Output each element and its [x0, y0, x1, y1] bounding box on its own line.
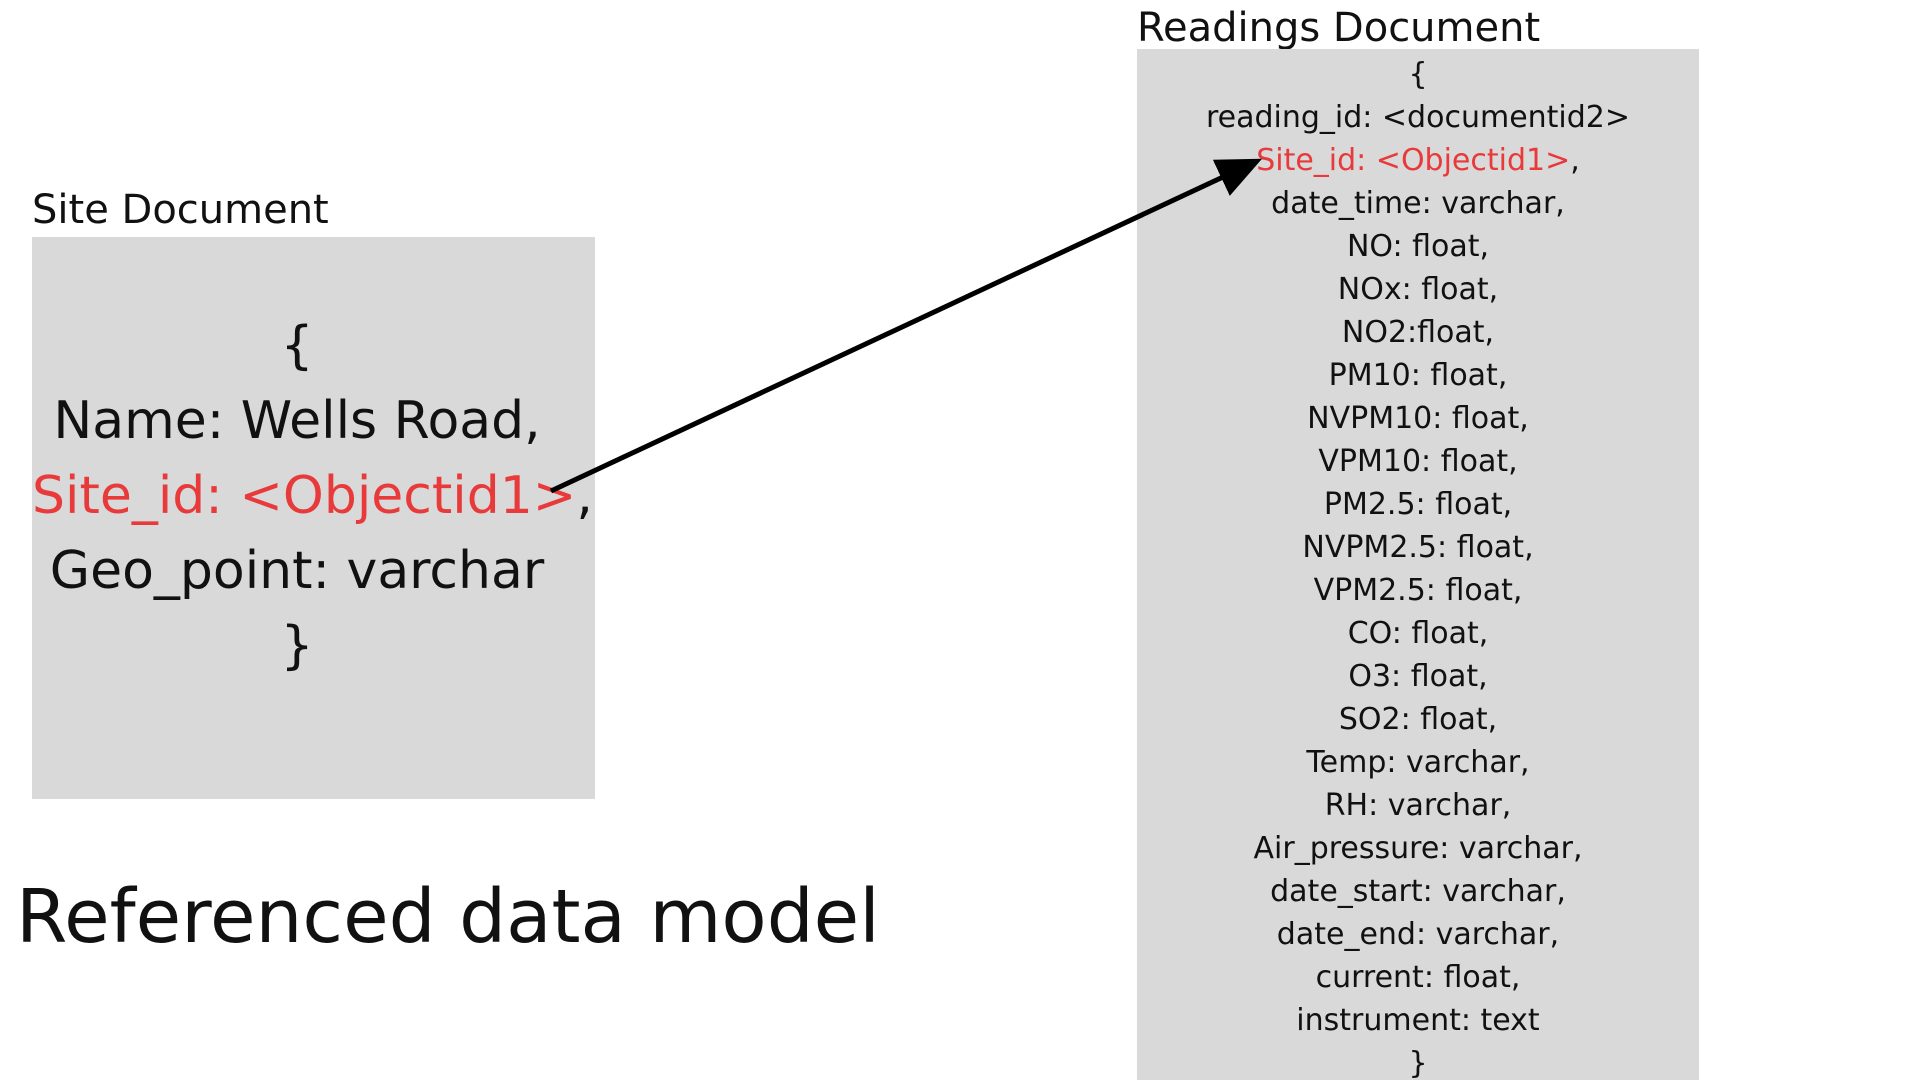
- readings-site-id-comma: ,: [1570, 143, 1580, 178]
- readings-field: Air_pressure: varchar,: [1253, 831, 1583, 866]
- site-open-brace: {: [280, 316, 314, 376]
- site-name-field: Name: Wells Road,: [53, 391, 541, 451]
- readings-field: NO: float,: [1346, 229, 1490, 264]
- reading-id-field: reading_id: <documentid2>: [1205, 100, 1631, 135]
- site-id-comma: ,: [576, 466, 593, 526]
- readings-field: date_start: varchar,: [1270, 874, 1566, 909]
- readings-field: VPM10: float,: [1318, 444, 1518, 479]
- readings-field: NVPM2.5: float,: [1302, 530, 1534, 565]
- readings-document-box: { reading_id: <documentid2> Site_id: <Ob…: [1137, 49, 1699, 1081]
- site-id-reference: Site_id: <Objectid1>: [32, 466, 577, 526]
- readings-field: CO: float,: [1347, 616, 1489, 651]
- readings-site-id-reference: Site_id: <Objectid1>: [1256, 143, 1571, 178]
- readings-document-body: { reading_id: <documentid2> Site_id: <Ob…: [1137, 53, 1699, 1085]
- readings-field: RH: varchar,: [1324, 788, 1512, 823]
- readings-field: instrument: text: [1296, 1003, 1540, 1038]
- readings-open-brace: {: [1408, 57, 1428, 92]
- readings-field-list: date_time: varchar, NO: float, NOx: float,…: [1137, 182, 1699, 1042]
- readings-field: PM10: float,: [1328, 358, 1508, 393]
- readings-field: O3: float,: [1348, 659, 1488, 694]
- readings-field: NO2:float,: [1341, 315, 1495, 350]
- readings-field: Temp: varchar,: [1306, 745, 1530, 780]
- site-document-box: { Name: Wells Road, Site_id: <Objectid1>…: [32, 237, 595, 799]
- readings-field: SO2: float,: [1338, 702, 1498, 737]
- readings-site-id-field: Site_id: <Objectid1>,: [1137, 139, 1699, 182]
- site-id-field: Site_id: <Objectid1>,: [32, 459, 593, 534]
- readings-field: current: float,: [1315, 960, 1521, 995]
- site-document-body: { Name: Wells Road, Site_id: <Objectid1>…: [32, 309, 593, 684]
- readings-field: VPM2.5: float,: [1313, 573, 1523, 608]
- site-close-brace: }: [280, 616, 314, 676]
- readings-field: date_end: varchar,: [1276, 917, 1560, 952]
- diagram-caption: Referenced data model: [16, 874, 880, 960]
- readings-field: NOx: float,: [1337, 272, 1499, 307]
- readings-document-title: Readings Document: [1137, 5, 1541, 51]
- site-document-title: Site Document: [32, 187, 329, 233]
- readings-field: NVPM10: float,: [1307, 401, 1529, 436]
- readings-close-brace: }: [1408, 1046, 1428, 1081]
- site-geo-point-field: Geo_point: varchar: [49, 541, 545, 601]
- readings-field: PM2.5: float,: [1323, 487, 1513, 522]
- readings-field: date_time: varchar,: [1271, 186, 1565, 221]
